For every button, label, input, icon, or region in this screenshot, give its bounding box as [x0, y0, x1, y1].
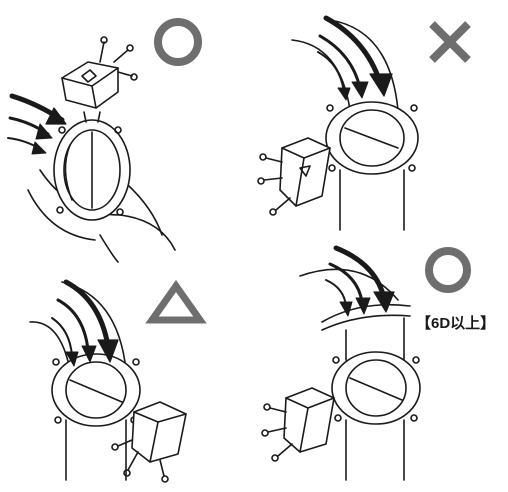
- ok-mark-bottom-right: [429, 251, 467, 289]
- flow-arrows-bottom-right: [326, 248, 394, 316]
- ng-mark-top-right: [432, 24, 468, 60]
- flow-arrows-top-left: [8, 96, 66, 154]
- ok-mark-top-left: [158, 22, 198, 62]
- panel-top-right-valve: [258, 18, 418, 230]
- flow-arrows-top-right: [318, 18, 392, 100]
- caution-mark-bottom-left: [152, 286, 200, 320]
- panel-top-left-valve: [8, 37, 175, 262]
- panel-bottom-left-valve: [30, 282, 186, 482]
- panel-bottom-right-valve: [262, 248, 420, 480]
- straight-run-note: 【6D以上】: [416, 312, 495, 333]
- flow-arrows-bottom-left: [52, 282, 118, 366]
